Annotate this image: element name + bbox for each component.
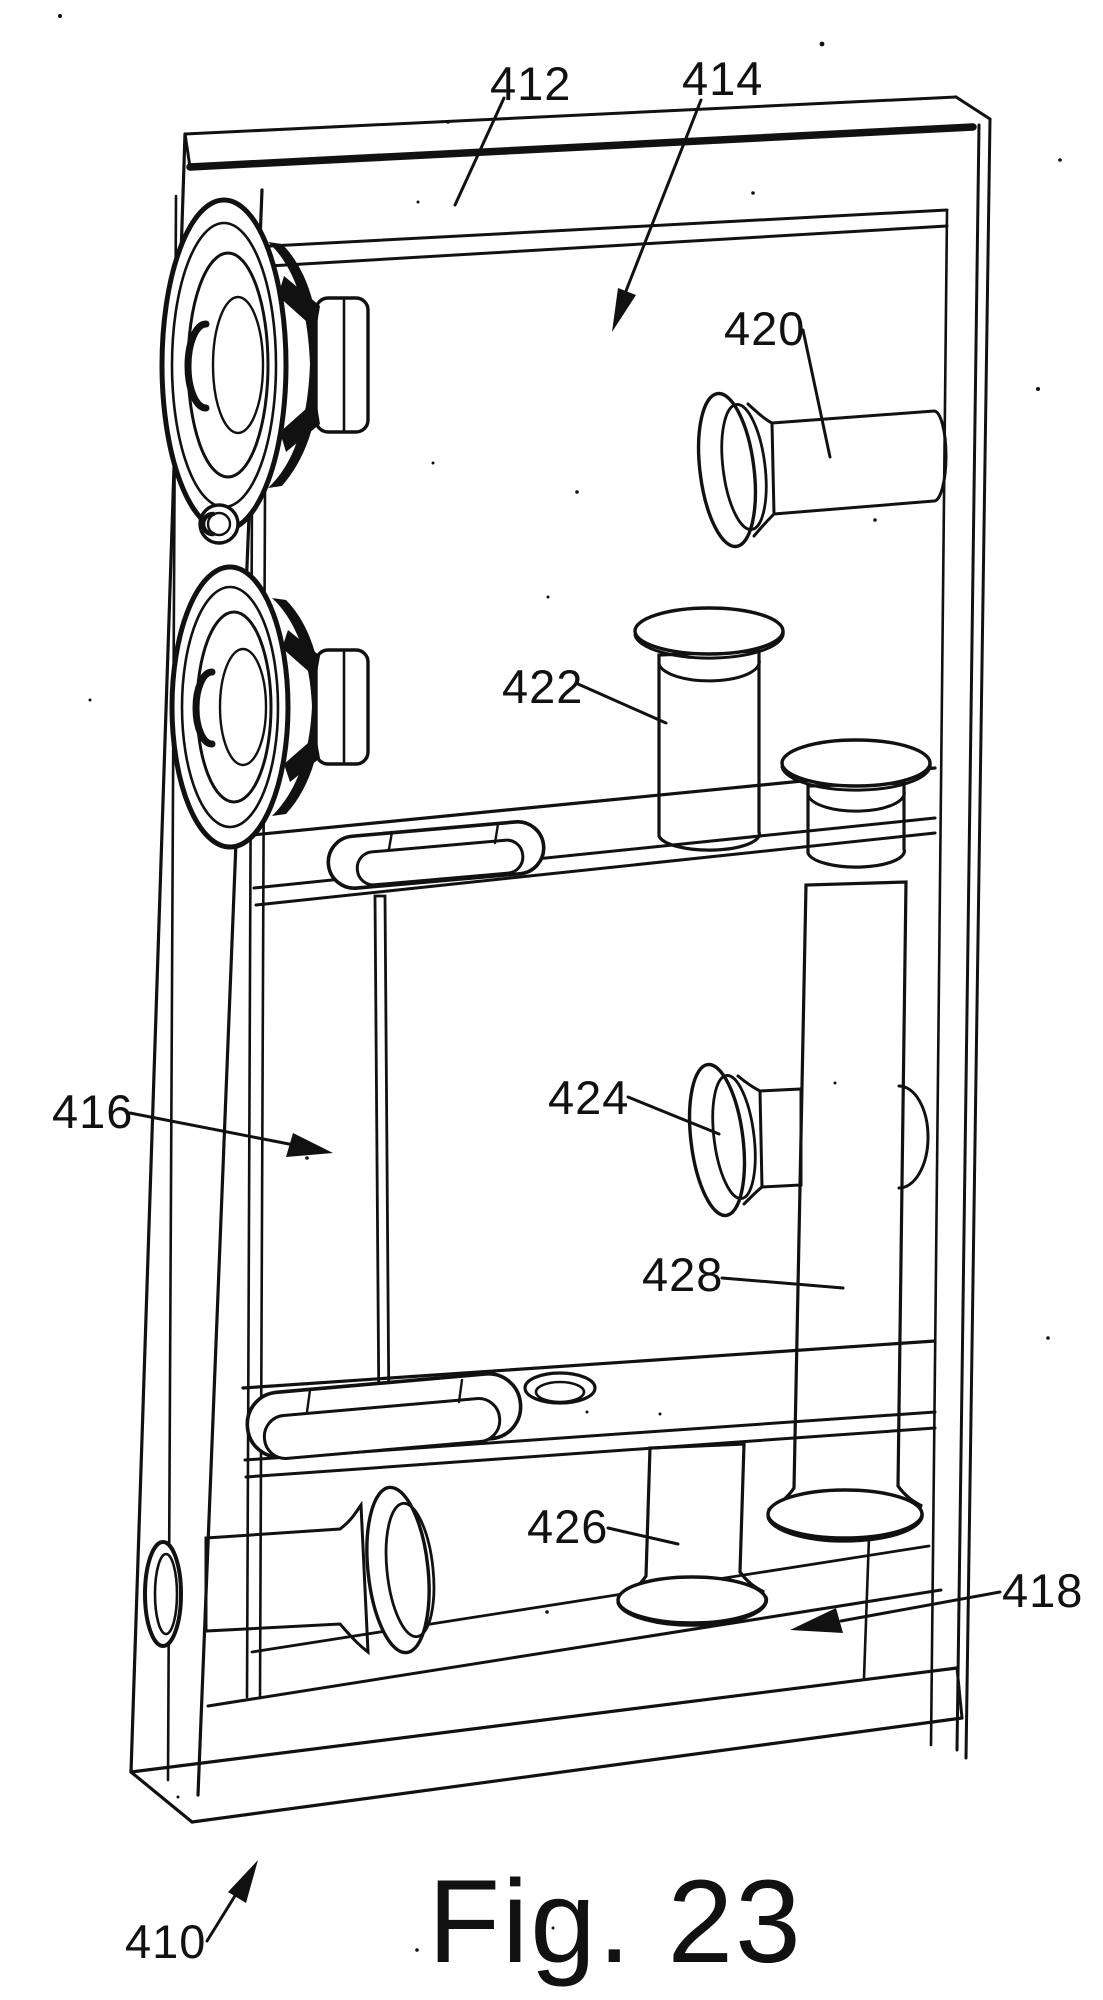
dust-cap	[192, 668, 216, 748]
duct-426	[616, 1442, 771, 1627]
ref-label-418: 418	[1002, 1564, 1083, 1617]
ref-label-416: 416	[52, 1085, 133, 1138]
arrow-418	[790, 1590, 1002, 1633]
dust-cap	[184, 320, 210, 412]
leader-422	[576, 682, 668, 725]
woofer-bottom	[169, 564, 370, 850]
duct-428-top-flange	[780, 738, 932, 869]
arrow-414	[612, 98, 703, 332]
leader-426	[606, 1526, 680, 1546]
port-tube-bottom	[204, 1485, 436, 1656]
duct-422	[633, 606, 785, 852]
arrow-416	[128, 1111, 333, 1157]
shelf-lower	[241, 1339, 937, 1479]
side-port-hole	[143, 1540, 183, 1648]
round-port-lower-shelf	[523, 1371, 597, 1405]
leader-424	[626, 1095, 721, 1136]
ref-label-428: 428	[642, 1248, 723, 1301]
ref-label-424: 424	[548, 1071, 629, 1124]
reference-labels: 412 414 420 422 416 424 428 426 418 410	[52, 52, 1083, 1968]
leader-420	[801, 328, 832, 459]
ref-label-422: 422	[502, 660, 583, 713]
port-424-far-end	[897, 1084, 930, 1190]
ref-label-420: 420	[724, 302, 805, 355]
port-tube-424	[687, 1062, 930, 1218]
port-tube-420	[696, 391, 948, 549]
ref-label-412: 412	[490, 57, 571, 110]
ref-label-410: 410	[125, 1915, 206, 1968]
leader-412	[453, 96, 506, 207]
arrow-410	[205, 1860, 258, 1943]
woofer-top	[159, 197, 370, 533]
ref-label-426: 426	[527, 1500, 608, 1553]
leader-lines	[128, 96, 1002, 1943]
figure-caption: Fig. 23	[428, 1856, 803, 1988]
support-rod	[373, 894, 391, 1429]
leader-428	[720, 1276, 845, 1290]
scan-specks	[58, 14, 1062, 1952]
ref-label-414: 414	[682, 52, 763, 105]
duct-428	[766, 880, 924, 1543]
oval-port-lower-shelf	[245, 1372, 523, 1460]
oval-port-upper-shelf	[326, 820, 546, 890]
inner-corner-line	[862, 1535, 871, 1680]
tweeter	[198, 503, 240, 545]
